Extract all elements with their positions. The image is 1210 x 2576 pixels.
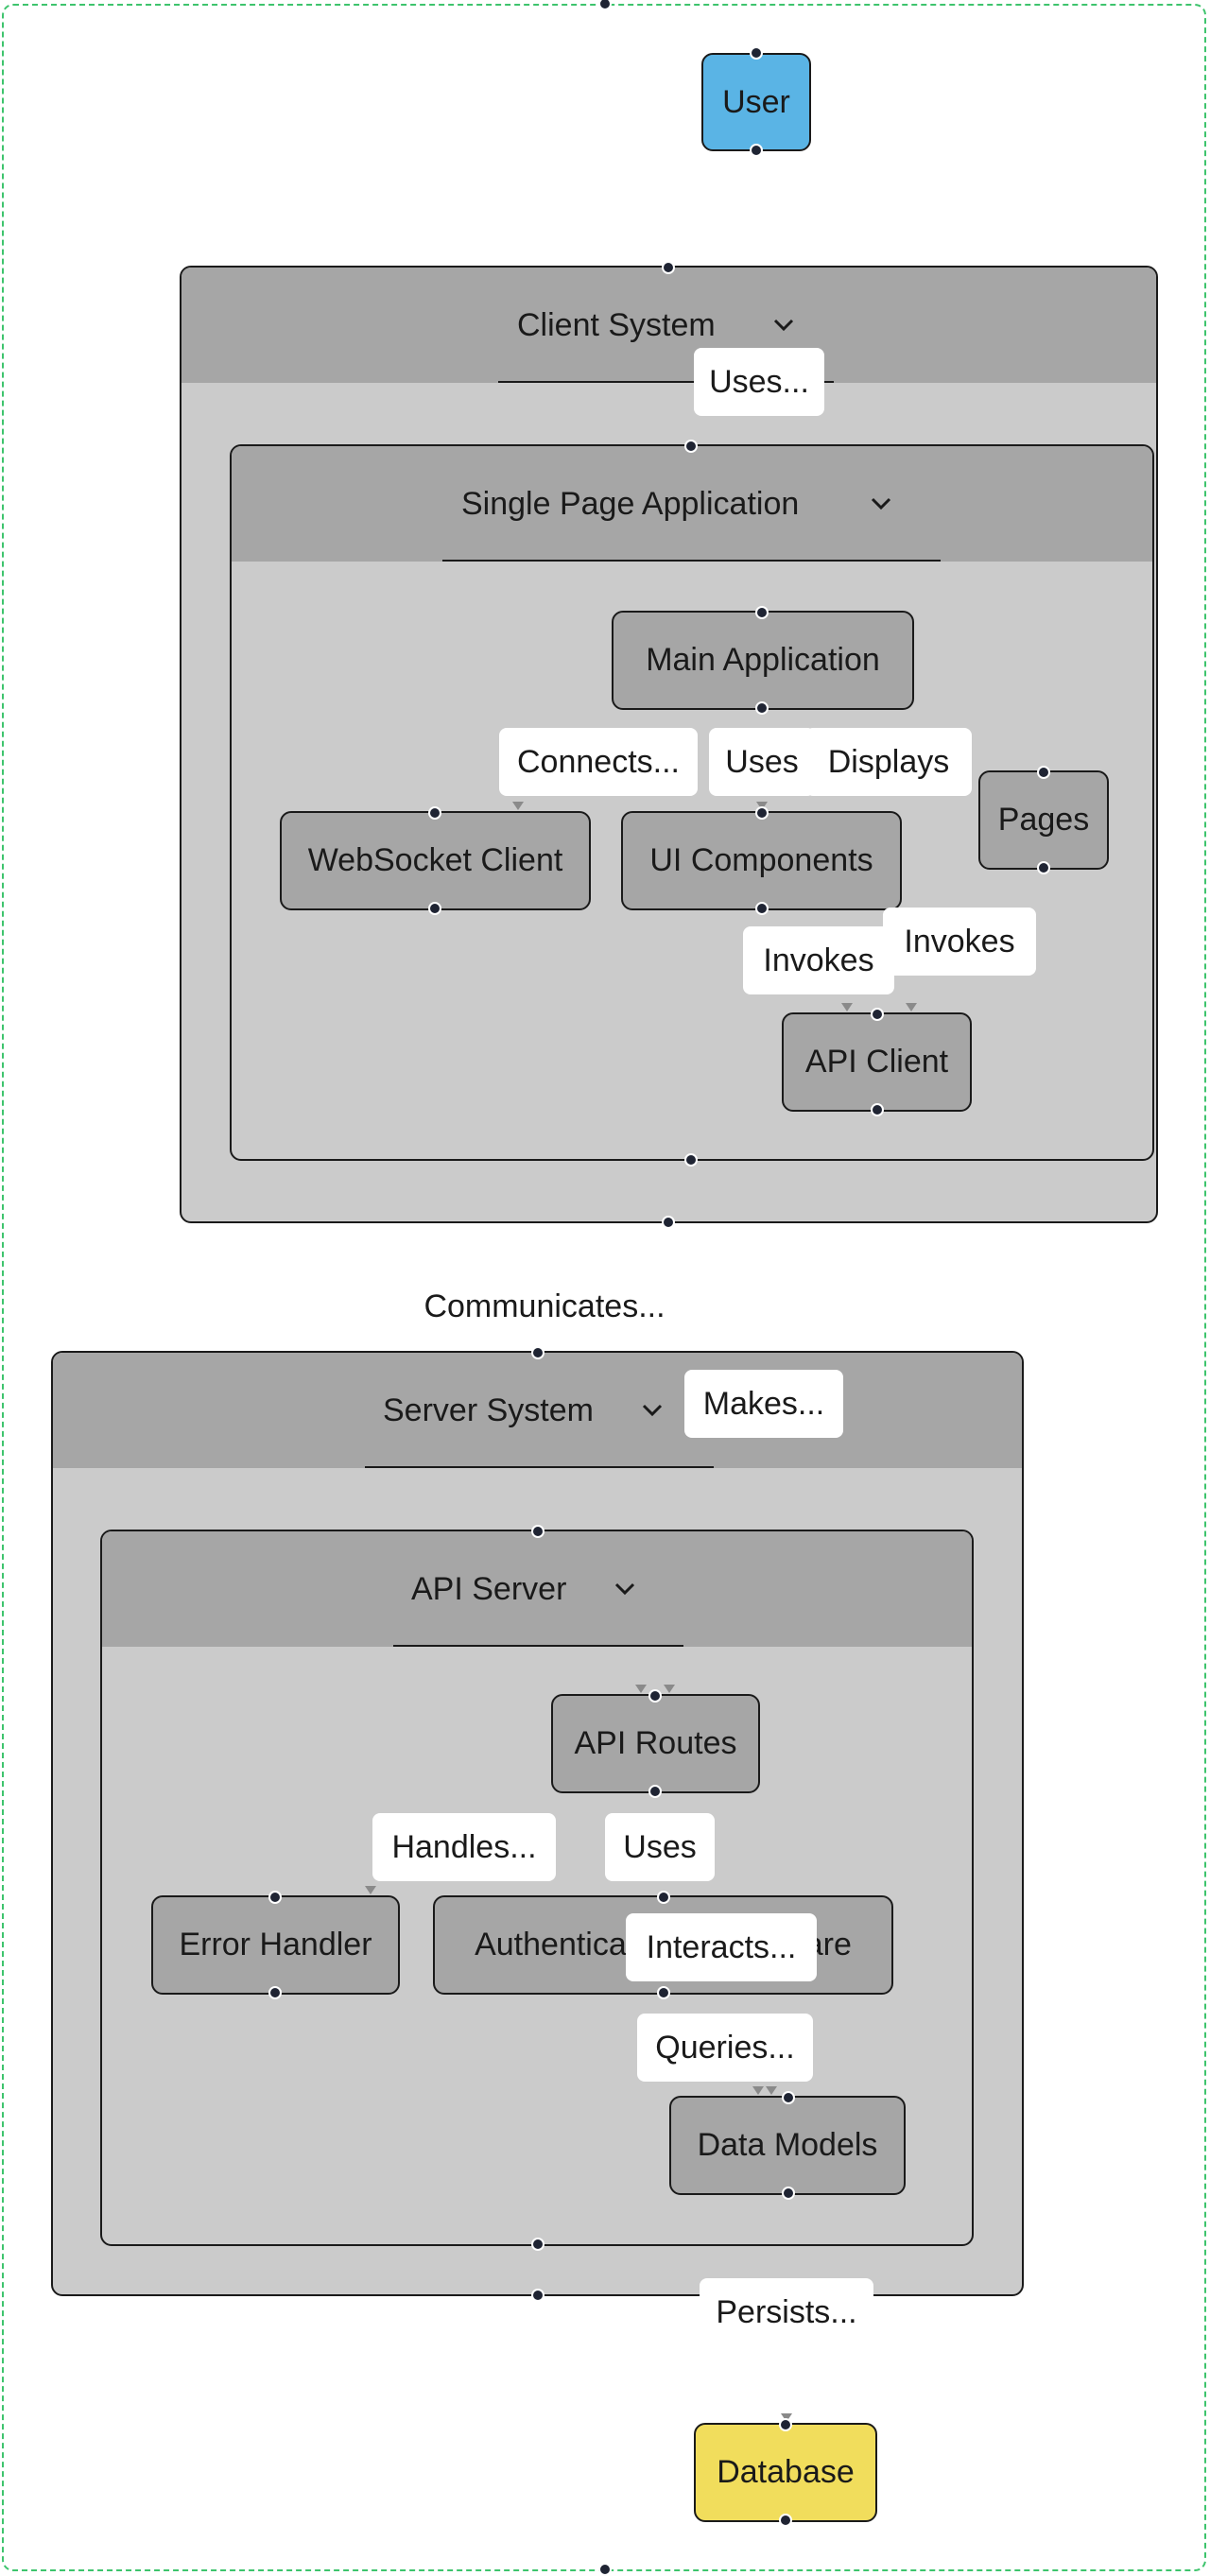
ui-components-node[interactable]: UI Components (621, 811, 902, 910)
connection-handle[interactable] (871, 1008, 884, 1021)
edge-label-interacts[interactable]: Interacts... (626, 1913, 817, 1981)
connection-handle[interactable] (531, 1525, 544, 1538)
connection-handle[interactable] (750, 144, 763, 157)
api-client-label: API Client (804, 1044, 949, 1080)
arrowhead (781, 2413, 792, 2422)
edge-label-uses-client[interactable]: Uses... (694, 348, 824, 416)
connection-handle[interactable] (755, 806, 769, 820)
connection-handle[interactable] (268, 1986, 282, 1999)
edge-label-uses-ui[interactable]: Uses (709, 728, 815, 796)
chevron-down-icon[interactable] (611, 1580, 639, 1599)
database-label: Database (717, 2454, 855, 2490)
main-application-label: Main Application (646, 642, 880, 678)
pages-label: Pages (997, 802, 1090, 838)
ui-components-label: UI Components (649, 842, 873, 878)
api-routes-node[interactable]: API Routes (551, 1694, 760, 1793)
edge-label-queries[interactable]: Queries... (637, 2014, 813, 2082)
connection-handle[interactable] (779, 2514, 792, 2527)
edge-label-displays[interactable]: Displays (805, 728, 972, 796)
arrowhead (512, 802, 524, 810)
edge-label-connects[interactable]: Connects... (499, 728, 698, 796)
api-client-node[interactable]: API Client (782, 1012, 972, 1112)
chevron-down-icon[interactable] (867, 494, 895, 513)
error-handler-label: Error Handler (179, 1927, 372, 1962)
websocket-client-label: WebSocket Client (307, 842, 563, 878)
single-page-application-underline (442, 560, 941, 562)
connection-handle[interactable] (268, 1891, 282, 1904)
connection-handle[interactable] (871, 1103, 884, 1116)
edge-label-communicates[interactable]: Communicates... (424, 1288, 666, 1324)
arrowhead (756, 802, 768, 810)
connection-handle[interactable] (598, 2563, 612, 2576)
client-system-title: Client System (517, 307, 716, 343)
user-node[interactable]: User (701, 53, 811, 151)
arrowhead (766, 2086, 777, 2095)
error-handler-node[interactable]: Error Handler (151, 1895, 400, 1995)
edge-label-makes[interactable]: Makes... (684, 1370, 843, 1438)
edge-label-invokes-1[interactable]: Invokes (743, 926, 894, 994)
connection-handle[interactable] (1037, 766, 1050, 779)
single-page-application-header (232, 446, 1152, 562)
connection-handle[interactable] (755, 606, 769, 619)
connection-handle[interactable] (531, 1346, 544, 1359)
connection-handle[interactable] (782, 2187, 795, 2200)
connection-handle[interactable] (428, 902, 441, 915)
data-models-node[interactable]: Data Models (669, 2096, 906, 2195)
connection-handle[interactable] (428, 806, 441, 820)
edge-label-uses-auth[interactable]: Uses (605, 1813, 715, 1881)
connection-handle[interactable] (755, 902, 769, 915)
arrowhead (664, 1685, 675, 1693)
connection-handle[interactable] (531, 2238, 544, 2251)
data-models-label: Data Models (697, 2127, 878, 2163)
connection-handle[interactable] (648, 1785, 662, 1798)
api-server-title: API Server (411, 1571, 567, 1607)
connection-handle[interactable] (662, 1216, 675, 1229)
client-system-header (182, 268, 1156, 383)
database-node[interactable]: Database (694, 2423, 877, 2522)
pages-node[interactable]: Pages (978, 770, 1109, 870)
connection-handle[interactable] (662, 261, 675, 274)
server-system-underline (365, 1466, 714, 1468)
arrowhead (752, 2086, 764, 2095)
connection-handle[interactable] (1037, 861, 1050, 874)
arrowhead (365, 1886, 376, 1894)
user-node-label: User (722, 83, 790, 120)
edge-label-persists[interactable]: Persists... (700, 2278, 873, 2346)
connection-handle[interactable] (657, 1986, 670, 1999)
connection-handle[interactable] (657, 1891, 670, 1904)
api-server-header (102, 1531, 972, 1647)
connection-handle[interactable] (755, 701, 769, 715)
chevron-down-icon[interactable] (769, 316, 798, 335)
connection-handle[interactable] (782, 2091, 795, 2104)
connection-handle[interactable] (648, 1689, 662, 1703)
edge-label-invokes-2[interactable]: Invokes (883, 908, 1036, 976)
connection-handle[interactable] (684, 440, 698, 453)
api-server-underline (393, 1645, 683, 1647)
api-routes-label: API Routes (574, 1725, 737, 1761)
connection-handle[interactable] (779, 2418, 792, 2431)
single-page-application-title: Single Page Application (461, 486, 800, 522)
arrowhead (635, 1685, 647, 1693)
server-system-title: Server System (383, 1392, 594, 1428)
connection-handle[interactable] (531, 2289, 544, 2302)
server-system-header (53, 1353, 1022, 1468)
client-system-underline (498, 381, 834, 383)
edge-label-handles[interactable]: Handles... (372, 1813, 556, 1881)
arrowhead (906, 1003, 917, 1011)
connection-handle[interactable] (750, 46, 763, 60)
chevron-down-icon[interactable] (638, 1401, 666, 1420)
connection-handle[interactable] (598, 0, 612, 10)
connection-handle[interactable] (684, 1153, 698, 1167)
arrowhead (841, 1003, 853, 1011)
websocket-client-node[interactable]: WebSocket Client (280, 811, 591, 910)
main-application-node[interactable]: Main Application (612, 611, 914, 710)
